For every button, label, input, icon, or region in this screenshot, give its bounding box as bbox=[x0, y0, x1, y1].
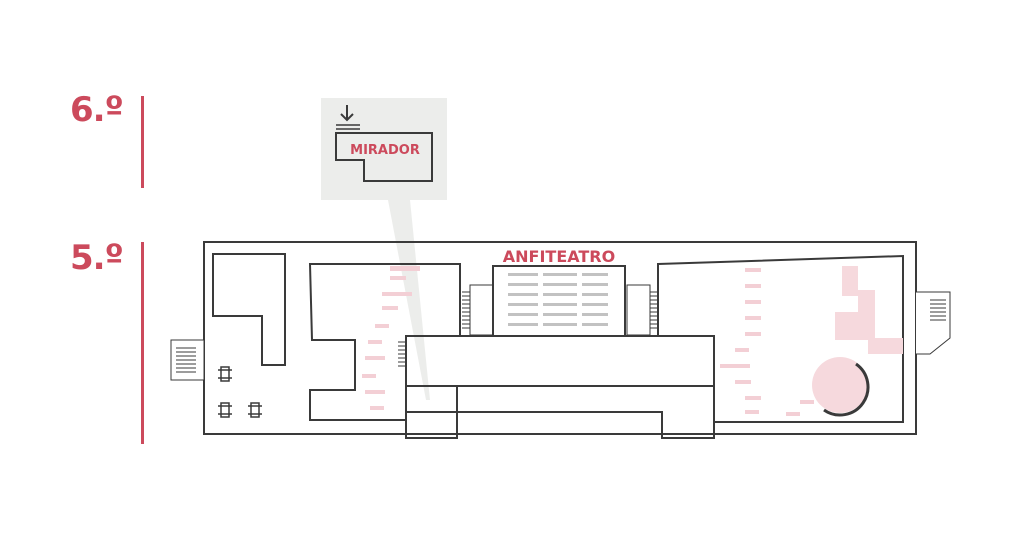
central-corridor bbox=[405, 335, 715, 439]
right-stair bbox=[916, 291, 951, 355]
left-room bbox=[212, 253, 286, 366]
down-arrow-stairs-icon bbox=[336, 105, 360, 134]
floor-5-marker bbox=[141, 242, 144, 444]
east-hall bbox=[657, 254, 904, 423]
floor-6-marker bbox=[141, 96, 144, 188]
anfiteatro-stairs bbox=[398, 284, 658, 367]
floor-6-label: 6.º bbox=[70, 90, 124, 130]
elevator-icon bbox=[218, 366, 262, 418]
anfiteatro-label: ANFITEATRO bbox=[503, 247, 615, 266]
mirador-callout[interactable]: MIRADOR bbox=[321, 98, 447, 400]
mirador-label: MIRADOR bbox=[350, 143, 420, 158]
anfiteatro-room[interactable]: ANFITEATRO bbox=[492, 247, 626, 337]
floor-5-label: 5.º bbox=[70, 238, 124, 278]
left-stair bbox=[170, 339, 205, 381]
west-hall bbox=[308, 263, 461, 421]
